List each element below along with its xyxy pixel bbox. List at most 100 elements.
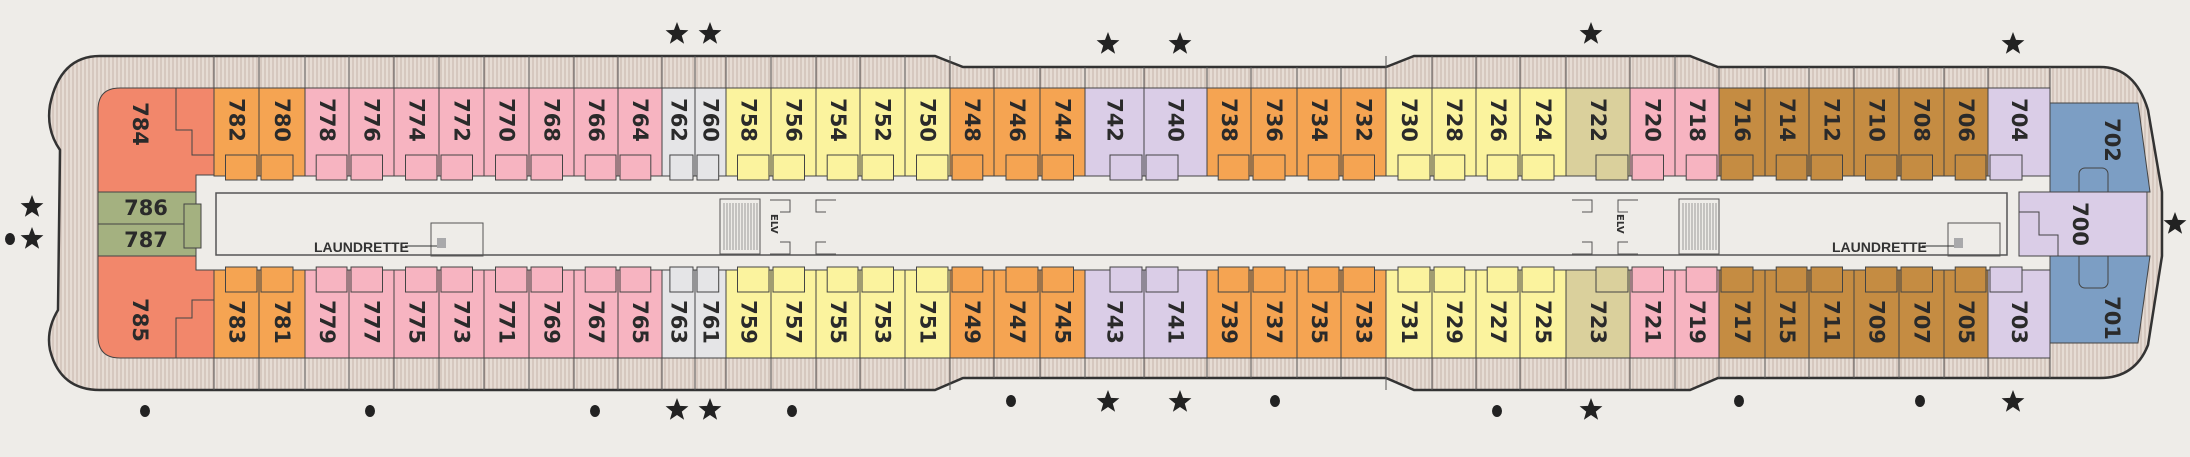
cabin-number[interactable]: 779 (315, 300, 339, 344)
cabin-number[interactable]: 787 (124, 228, 168, 252)
cabin-number[interactable]: 729 (1442, 300, 1466, 344)
cabin-754[interactable]: 754 (815, 87, 861, 181)
cabin-number[interactable]: 770 (495, 98, 519, 142)
cabin-763[interactable]: 763 (661, 266, 696, 359)
cabin-number[interactable]: 754 (826, 98, 850, 142)
cabin-732[interactable]: 732 (1340, 87, 1387, 181)
cabin-number[interactable]: 716 (1730, 98, 1754, 142)
cabin-761[interactable]: 761 (694, 266, 727, 359)
cabin-712[interactable]: 712 (1808, 87, 1855, 181)
cabin-number[interactable]: 730 (1397, 98, 1421, 142)
cabin-number[interactable]: 773 (450, 300, 474, 344)
cabin-shape[interactable] (2018, 191, 2148, 257)
cabin-746[interactable]: 746 (993, 87, 1041, 181)
cabin-720[interactable]: 720 (1629, 87, 1676, 181)
cabin-755[interactable]: 755 (815, 266, 861, 359)
cabin-702[interactable]: 702 (2049, 102, 2151, 193)
cabin-number[interactable]: 761 (699, 300, 723, 344)
cabin-number[interactable]: 758 (737, 98, 761, 142)
cabin-715[interactable]: 715 (1764, 266, 1810, 359)
cabin-711[interactable]: 711 (1808, 266, 1855, 359)
cabin-787[interactable]: 787 (97, 223, 197, 257)
cabin-number[interactable]: 727 (1486, 300, 1510, 344)
cabin-number[interactable]: 718 (1685, 98, 1709, 142)
cabin-number[interactable]: 725 (1531, 300, 1555, 344)
cabin-number[interactable]: 711 (1820, 300, 1844, 344)
cabin-number[interactable]: 756 (782, 98, 806, 142)
cabin-706[interactable]: 706 (1943, 87, 1989, 181)
cabin-number[interactable]: 712 (1820, 98, 1844, 142)
cabin-number[interactable]: 752 (871, 98, 895, 142)
cabin-769[interactable]: 769 (528, 266, 575, 359)
cabin-771[interactable]: 771 (483, 266, 530, 359)
cabin-723[interactable]: 723 (1565, 266, 1631, 359)
cabin-number[interactable]: 760 (699, 98, 723, 142)
cabin-number[interactable]: 766 (584, 98, 608, 142)
cabin-number[interactable]: 732 (1352, 98, 1376, 142)
cabin-number[interactable]: 738 (1217, 98, 1241, 142)
cabin-number[interactable]: 743 (1103, 300, 1127, 344)
cabin-735[interactable]: 735 (1296, 266, 1342, 359)
cabin-number[interactable]: 708 (1910, 98, 1934, 142)
cabin-number[interactable]: 745 (1051, 300, 1075, 344)
cabin-number[interactable]: 719 (1685, 300, 1709, 344)
cabin-number[interactable]: 777 (360, 300, 384, 344)
cabin-733[interactable]: 733 (1340, 266, 1387, 359)
cabin-number[interactable]: 784 (128, 102, 152, 146)
cabin-number[interactable]: 769 (540, 300, 564, 344)
cabin-number[interactable]: 781 (270, 300, 294, 344)
cabin-762[interactable]: 762 (661, 87, 696, 181)
cabin-701[interactable]: 701 (2049, 255, 2151, 344)
cabin-744[interactable]: 744 (1039, 87, 1086, 181)
cabin-number[interactable]: 731 (1397, 300, 1421, 344)
cabin-shape[interactable] (97, 191, 197, 225)
cabin-778[interactable]: 778 (304, 87, 350, 181)
cabin-767[interactable]: 767 (573, 266, 619, 359)
cabin-number[interactable]: 750 (916, 98, 940, 142)
cabin-705[interactable]: 705 (1943, 266, 1989, 359)
cabin-shape[interactable] (2049, 255, 2151, 344)
cabin-726[interactable]: 726 (1475, 87, 1521, 181)
cabin-number[interactable]: 746 (1005, 98, 1029, 142)
cabin-737[interactable]: 737 (1250, 266, 1298, 359)
cabin-784[interactable]: 784 (97, 87, 215, 193)
cabin-722[interactable]: 722 (1565, 87, 1631, 181)
cabin-724[interactable]: 724 (1519, 87, 1567, 181)
cabin-number[interactable]: 774 (405, 98, 429, 142)
cabin-766[interactable]: 766 (573, 87, 619, 181)
cabin-number[interactable]: 757 (782, 300, 806, 344)
cabin-753[interactable]: 753 (859, 266, 906, 359)
cabin-number[interactable]: 736 (1262, 98, 1286, 142)
cabin-719[interactable]: 719 (1674, 266, 1720, 359)
cabin-number[interactable]: 762 (667, 98, 691, 142)
cabin-718[interactable]: 718 (1674, 87, 1720, 181)
cabin-shape[interactable] (2049, 102, 2151, 193)
cabin-777[interactable]: 777 (348, 266, 395, 359)
cabin-758[interactable]: 758 (725, 87, 772, 181)
cabin-number[interactable]: 739 (1217, 300, 1241, 344)
cabin-number[interactable]: 782 (225, 98, 249, 142)
cabin-number[interactable]: 706 (1954, 98, 1978, 142)
cabin-765[interactable]: 765 (617, 266, 663, 359)
cabin-745[interactable]: 745 (1039, 266, 1086, 359)
cabin-number[interactable]: 763 (667, 300, 691, 344)
cabin-741[interactable]: 741 (1143, 266, 1208, 359)
cabin-780[interactable]: 780 (258, 87, 306, 181)
cabin-751[interactable]: 751 (904, 266, 951, 359)
cabin-786[interactable]: 786 (97, 191, 197, 225)
cabin-number[interactable]: 742 (1103, 98, 1127, 142)
cabin-783[interactable]: 783 (213, 266, 260, 359)
cabin-number[interactable]: 726 (1486, 98, 1510, 142)
cabin-number[interactable]: 702 (2100, 118, 2124, 162)
cabin-number[interactable]: 759 (737, 300, 761, 344)
cabin-759[interactable]: 759 (725, 266, 772, 359)
cabin-number[interactable]: 772 (450, 98, 474, 142)
cabin-shape[interactable] (97, 87, 215, 193)
cabin-number[interactable]: 749 (960, 300, 984, 344)
cabin-number[interactable]: 703 (2007, 300, 2031, 344)
cabin-734[interactable]: 734 (1296, 87, 1342, 181)
cabin-752[interactable]: 752 (859, 87, 906, 181)
cabin-number[interactable]: 748 (960, 98, 984, 142)
cabin-number[interactable]: 786 (124, 196, 168, 220)
cabin-779[interactable]: 779 (304, 266, 350, 359)
